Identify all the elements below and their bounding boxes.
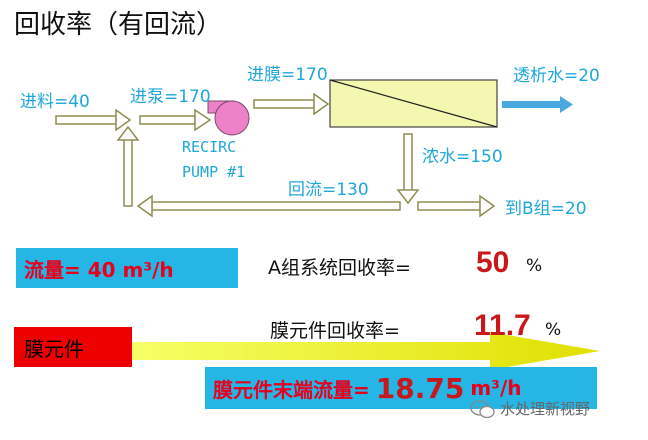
recirc-pump-label-line2: PUMP #1 — [182, 163, 246, 181]
element-recovery-label: 膜元件回收率= — [270, 320, 400, 342]
recycle-label: 回流=130 — [288, 180, 369, 200]
feed-arrow — [55, 108, 132, 132]
to-group-b-label: 到B组=20 — [505, 199, 587, 219]
watermark-text: 水处理新视野 — [500, 400, 591, 418]
element-recovery-unit: % — [545, 320, 562, 340]
recycle-up-arrow — [116, 125, 140, 207]
permeate-label: 透析水=20 — [513, 66, 600, 86]
watermark: 水处理新视野 — [470, 398, 590, 419]
end-flow-unit: m³/h — [470, 376, 522, 400]
feed-label: 进料=40 — [20, 92, 90, 112]
element-recovery-value: 11.7 — [474, 309, 531, 342]
permeate-arrow — [502, 96, 573, 113]
recirc-pump-label-line1: RECIRC — [182, 138, 237, 156]
to-group-b-arrow — [417, 194, 496, 218]
wechat-icon — [470, 399, 495, 418]
group-a-recovery-unit: % — [526, 256, 543, 276]
membrane-inlet-arrow — [253, 92, 330, 116]
element-box: 膜元件 — [14, 327, 132, 367]
recirc-pump — [207, 100, 250, 136]
flow-rate-box: 流量= 40 m³/h — [16, 248, 238, 288]
concentrate-arrow — [396, 133, 420, 205]
element-flow-arrow — [130, 332, 600, 370]
concentrate-label: 浓水=150 — [422, 147, 503, 167]
page-title: 回收率（有回流） — [14, 10, 223, 40]
group-a-recovery-value: 50 — [476, 246, 510, 279]
group-a-recovery-label: A组系统回收率= — [268, 257, 411, 279]
end-flow-label: 膜元件末端流量= — [213, 377, 370, 402]
membrane-inlet-label: 进膜=170 — [247, 65, 328, 85]
end-flow-box: 膜元件末端流量= 18.75 m³/h — [205, 367, 597, 409]
pump-inlet-label: 进泵=170 — [130, 87, 211, 107]
recycle-arrow — [136, 194, 401, 218]
end-flow-value: 18.75 — [375, 371, 465, 405]
element-box-text: 膜元件 — [24, 336, 84, 361]
membrane-vessel — [329, 79, 498, 128]
pump-inlet-arrow — [139, 108, 212, 132]
flow-rate-text: 流量= 40 m³/h — [24, 257, 174, 282]
